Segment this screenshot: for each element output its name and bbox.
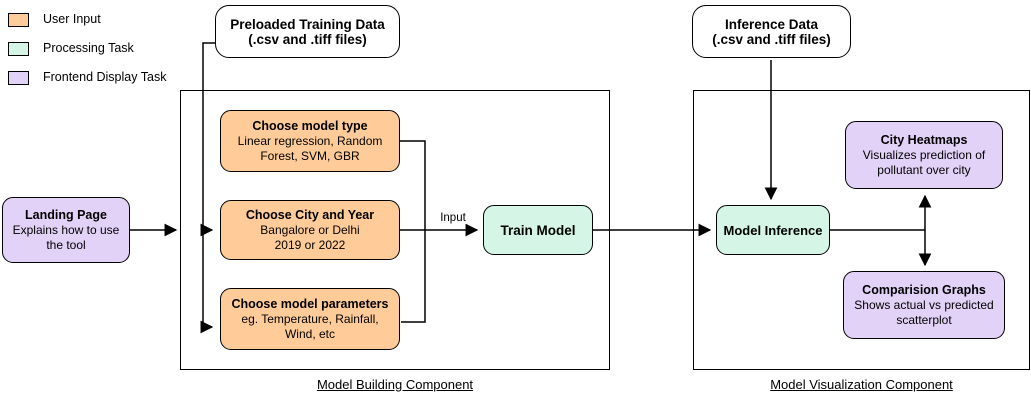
- node-choose-model-type: Choose model type Linear regression, Ran…: [220, 110, 400, 172]
- node-choose-model-parameters: Choose model parameters eg. Temperature,…: [220, 288, 400, 350]
- node-title: Comparision Graphs: [862, 282, 986, 297]
- node-title: Choose model parameters: [231, 296, 389, 311]
- legend: User Input Processing Task Frontend Disp…: [8, 12, 166, 99]
- legend-label: Frontend Display Task: [43, 70, 167, 84]
- legend-item-frontend-display-task: Frontend Display Task: [8, 70, 166, 85]
- node-title: Choose City and Year: [245, 207, 375, 222]
- node-subtitle: Explains how to use the tool: [12, 222, 120, 252]
- node-title: Model Inference: [723, 222, 823, 238]
- node-subtitle: eg. Temperature, Rainfall, Wind, etc: [241, 311, 379, 341]
- node-inference-data: Inference Data (.csv and .tiff files): [692, 5, 851, 58]
- edge-preloaded-to-city-year: [200, 42, 215, 237]
- model-visualization-label: Model Visualization Component: [770, 377, 953, 392]
- node-preloaded-training-data: Preloaded Training Data (.csv and .tiff …: [215, 5, 400, 58]
- node-comparision-graphs: Comparision Graphs Shows actual vs predi…: [843, 271, 1005, 339]
- edge-label-input: Input: [438, 212, 468, 224]
- frontend-display-swatch: [8, 70, 29, 85]
- node-title: Landing Page: [25, 207, 107, 222]
- node-landing-page: Landing Page Explains how to use the too…: [2, 197, 130, 263]
- node-model-inference: Model Inference: [716, 205, 830, 255]
- node-subtitle: Linear regression, Random Forest, SVM, G…: [237, 133, 383, 163]
- node-choose-city-year: Choose City and Year Bangalore or Delhi …: [220, 200, 400, 260]
- node-subtitle: (.csv and .tiff files): [248, 31, 367, 47]
- node-title: Choose model type: [252, 118, 368, 133]
- legend-item-processing-task: Processing Task: [8, 41, 166, 56]
- node-subtitle: Visualizes prediction of pollutant over …: [862, 147, 986, 177]
- user-input-swatch: [8, 12, 29, 27]
- edge-merge-bracket: [400, 140, 426, 323]
- node-city-heatmaps: City Heatmaps Visualizes prediction of p…: [845, 121, 1003, 189]
- node-subtitle: Shows actual vs predicted scatterplot: [854, 297, 994, 327]
- node-title: City Heatmaps: [880, 132, 968, 147]
- processing-task-swatch: [8, 41, 29, 56]
- node-title: Train Model: [500, 222, 576, 238]
- edge-preloaded-to-parameters: [200, 230, 214, 334]
- node-subtitle: (.csv and .tiff files): [712, 31, 831, 47]
- node-title: Preloaded Training Data: [230, 16, 385, 32]
- node-subtitle: Bangalore or Delhi 2019 or 2022: [260, 222, 360, 252]
- node-title: Inference Data: [724, 16, 819, 32]
- legend-item-user-input: User Input: [8, 12, 166, 27]
- node-train-model: Train Model: [483, 205, 593, 255]
- model-building-label: Model Building Component: [316, 377, 474, 392]
- legend-label: Processing Task: [43, 41, 134, 55]
- legend-label: User Input: [43, 12, 101, 26]
